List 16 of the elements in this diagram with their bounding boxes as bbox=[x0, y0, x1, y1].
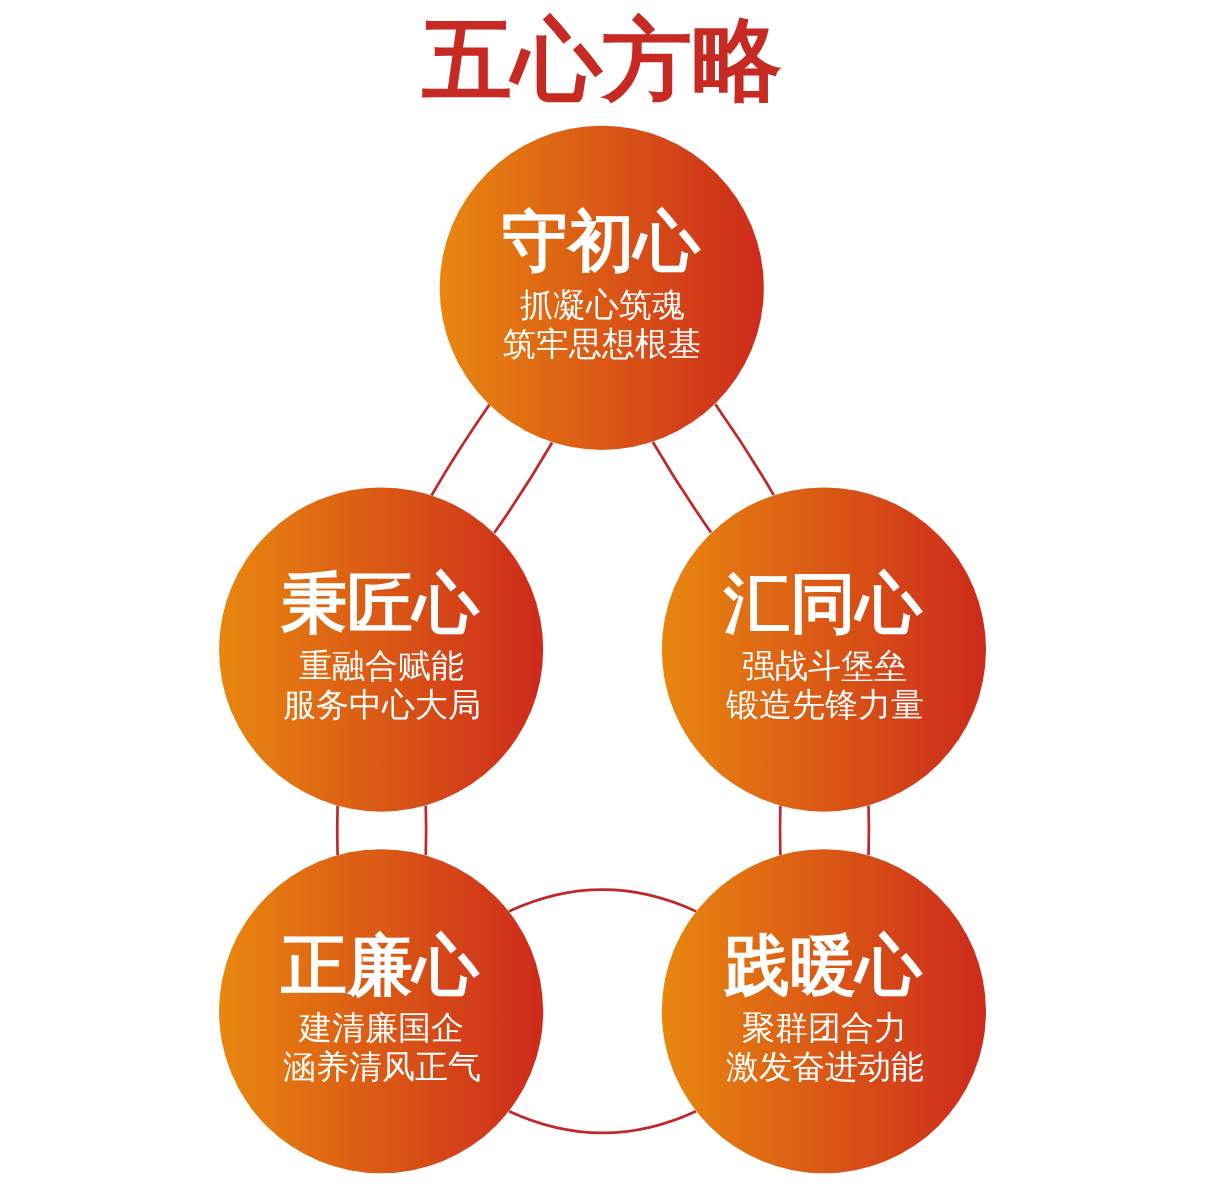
connector bbox=[651, 441, 713, 534]
node-circle: 秉匠心 重融合赋能 服务中心大局 bbox=[219, 487, 544, 812]
node-circle: 正廉心 建清廉国企 涵养清风正气 bbox=[219, 849, 544, 1174]
connector bbox=[430, 404, 491, 497]
connector bbox=[714, 403, 775, 496]
node-circle: 践暖心 聚群团合力 激发奋进动能 bbox=[661, 849, 986, 1174]
connector bbox=[424, 805, 428, 855]
node-circle: 守初心 抓凝心筑魂 筑牢思想根基 bbox=[439, 125, 764, 450]
node-circle: 汇同心 强战斗堡垒 锻造先锋力量 bbox=[661, 487, 986, 812]
connector bbox=[493, 441, 554, 534]
connector bbox=[508, 1109, 697, 1135]
connector bbox=[867, 805, 871, 855]
diagram-title: 五心方略 bbox=[421, 6, 782, 113]
connector bbox=[508, 888, 697, 913]
connector bbox=[335, 805, 339, 855]
connector bbox=[778, 805, 782, 855]
